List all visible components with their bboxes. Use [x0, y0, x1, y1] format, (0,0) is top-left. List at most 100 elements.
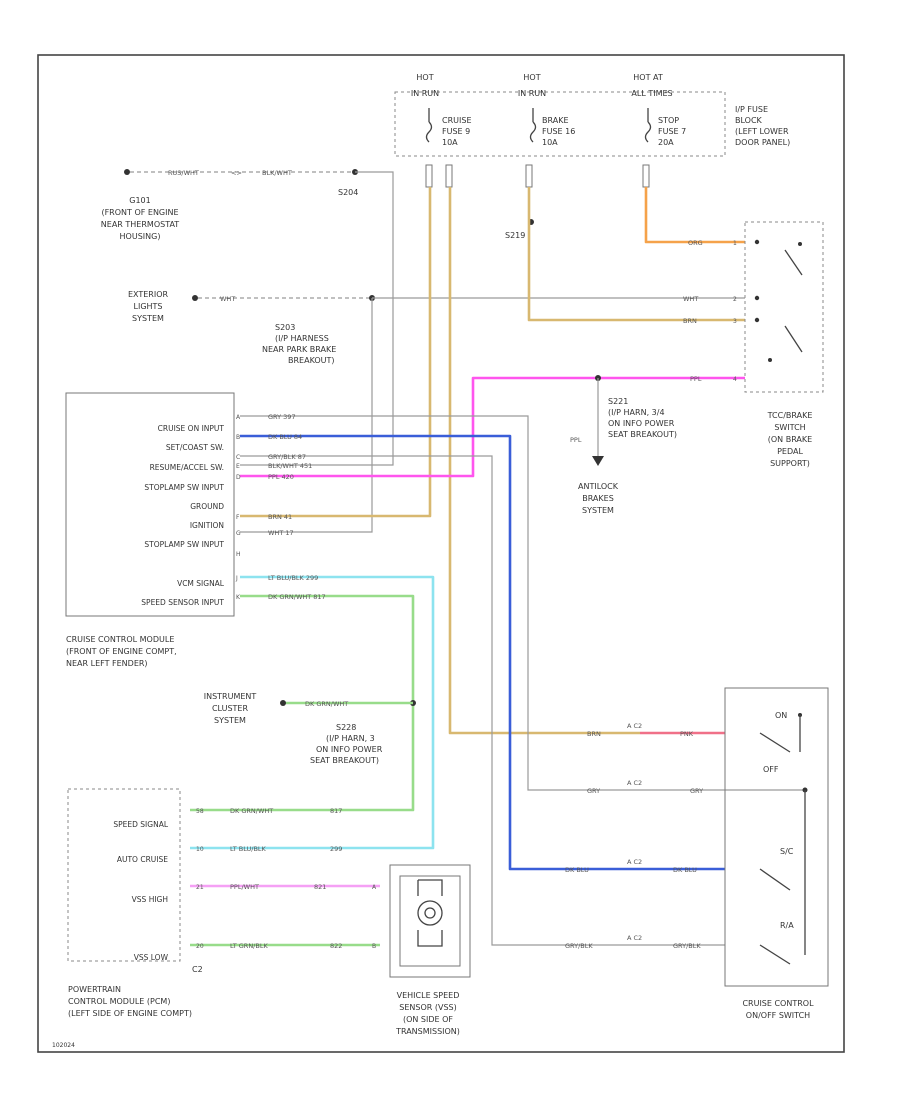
- s203-l4: BREAKOUT): [288, 356, 335, 365]
- ccm-pin-k: K: [236, 594, 241, 601]
- brake-sw-pin-2: 2: [733, 296, 737, 303]
- wire-lt-blu: [190, 575, 435, 850]
- g101-label-2: (FRONT OF ENGINE: [101, 208, 178, 217]
- ccm-wire-a: GRY 397: [268, 413, 296, 421]
- s228-l4: SEAT BREAKOUT): [310, 756, 379, 765]
- wire-brn-brake: [527, 187, 745, 322]
- sw-wire-4-conn: A C2: [627, 934, 642, 942]
- wire-gry-blk: [240, 455, 725, 946]
- s228-l3: ON INFO POWER: [316, 745, 383, 754]
- tcc-brake-switch: 1 2 3 4 TCC/BRAKE SWITCH (ON BRAKE PEDAL…: [733, 221, 824, 468]
- ext-lights-wire: WHT: [220, 295, 235, 303]
- instrument-cluster: INSTRUMENT CLUSTER SYSTEM DK GRN/WHT S22…: [204, 692, 383, 765]
- vss-sensor-icon: [417, 900, 443, 926]
- ccm-pin-g: G: [236, 530, 241, 537]
- pcm-pin-20: 20: [196, 943, 204, 950]
- ccm-pin-j-name: VCM SIGNAL: [177, 579, 225, 588]
- vss-label-2: SENSOR (VSS): [399, 1003, 456, 1012]
- pcm-pin-21: 21: [196, 884, 204, 891]
- g101-connector-icon: <>: [231, 169, 242, 177]
- ccm-pin-g-name: STOPLAMP SW INPUT: [144, 540, 224, 549]
- pcm-wire-10: LT BLU/BLK: [230, 845, 267, 853]
- switch-set-label: S/C: [780, 847, 794, 856]
- cruise-control-on-off-switch: ON OFF S/C R/A BRN A C2 PNK GRY A C2 GRY…: [565, 687, 829, 1020]
- wire-gry-cruise-on: [240, 415, 805, 791]
- wire-brn-ignition: [240, 187, 432, 518]
- brake-sw-l4: PEDAL: [777, 447, 803, 456]
- sw-wire-2-right: GRY: [690, 787, 703, 795]
- fuse-cruise-l2: FUSE 9: [442, 127, 470, 136]
- pcm-circuit-20: 822: [330, 942, 342, 950]
- ccm-pin-e: E: [236, 463, 240, 470]
- wire-blk-wht-ground: [240, 171, 394, 466]
- pcm-label-1: POWERTRAIN: [68, 985, 121, 994]
- hot-label-1a: HOT: [416, 73, 433, 82]
- pcm-wire-21: PPL/WHT: [230, 883, 259, 891]
- sw-wire-4-left: GRY/BLK: [565, 942, 593, 950]
- ccm-pin-h: H: [236, 551, 241, 558]
- sw-wire-3-conn: A C2: [627, 858, 642, 866]
- s221-l3: ON INFO POWER: [608, 419, 675, 428]
- ccm-label-2: (FRONT OF ENGINE COMPT,: [66, 647, 177, 656]
- wire-ppl-label: PPL: [690, 375, 702, 383]
- ccm-wire-f: BRN 41: [268, 513, 292, 521]
- pcm-connector: C2: [192, 965, 203, 974]
- footer-code: 102024: [52, 1042, 75, 1049]
- ccm-pin-b-name: SET/COAST SW.: [166, 443, 224, 452]
- ccm-pin-c-name: RESUME/ACCEL SW.: [150, 463, 224, 472]
- wire-brn-label: BRN: [683, 317, 697, 325]
- s203-l3: NEAR PARK BRAKE: [262, 345, 336, 354]
- wire-org: [644, 187, 745, 244]
- pcm-label-2: CONTROL MODULE (PCM): [68, 997, 170, 1006]
- brake-sw-pin-4: 4: [733, 376, 737, 383]
- vss-label-4: TRANSMISSION): [395, 1027, 460, 1036]
- hot-label-3a: HOT AT: [633, 73, 663, 82]
- g101-label-4: HOUSING): [120, 232, 161, 241]
- sw-wire-3-right: DK BLU: [673, 866, 697, 874]
- fuse-brake-l1: BRAKE: [542, 116, 569, 125]
- pcm-circuit-58: 817: [330, 807, 342, 815]
- hot-label-3b: ALL TIMES: [631, 89, 672, 98]
- abs-label-3: SYSTEM: [582, 506, 614, 515]
- fuse-brake-l2: FUSE 16: [542, 127, 575, 136]
- abs-wire-label: PPL: [570, 436, 582, 444]
- pcm-pin-58-name: SPEED SIGNAL: [113, 820, 168, 829]
- ccm-pin-e-name: GROUND: [190, 502, 224, 511]
- pcm-wire-58: DK GRN/WHT: [230, 807, 273, 815]
- s221-l2: (I/P HARN, 3/4: [608, 408, 665, 417]
- fuse-block: HOT IN RUN HOT IN RUN HOT AT ALL TIMES C…: [394, 73, 790, 188]
- cruise-switch-l2: ON/OFF SWITCH: [746, 1011, 810, 1020]
- diagram-frame: [37, 54, 845, 1053]
- ground-g101: RUS/WHT <> BLK/WHT S204 G101 (FRONT OF E…: [101, 169, 358, 241]
- exterior-lights-system: EXTERIOR LIGHTS SYSTEM WHT S203 (I/P HAR…: [128, 290, 375, 365]
- ccm-pin-j: J: [235, 575, 238, 582]
- brake-sw-l1: TCC/BRAKE: [767, 411, 813, 420]
- splice-s204: S204: [338, 188, 358, 197]
- vss-pin-a: A: [372, 884, 377, 891]
- fuse-block-label-1: I/P FUSE: [735, 105, 768, 114]
- cluster-wire: DK GRN/WHT: [305, 700, 348, 708]
- switch-res-label: R/A: [780, 921, 794, 930]
- cluster-l2: CLUSTER: [212, 704, 249, 713]
- s228-l2: (I/P HARN, 3: [326, 734, 375, 743]
- sw-wire-2-left: GRY: [587, 787, 600, 795]
- ccm-pin-f-name: IGNITION: [190, 521, 224, 530]
- cruise-switch-l1: CRUISE CONTROL: [742, 999, 814, 1008]
- ccm-wire-b: DK BLU 84: [268, 433, 302, 441]
- switch-off-label: OFF: [763, 765, 779, 774]
- ccm-wire-d: PPL 420: [268, 473, 294, 481]
- ccm-wire-g: WHT 17: [268, 529, 294, 537]
- ccm-pin-a-name: CRUISE ON INPUT: [158, 424, 225, 433]
- pcm-pin-10: 10: [196, 846, 204, 853]
- pcm-pin-10-name: AUTO CRUISE: [117, 855, 168, 864]
- ccm-wire-c: GRY/BLK 87: [268, 453, 306, 461]
- ccm-pin-k-name: SPEED SENSOR INPUT: [141, 598, 224, 607]
- sw-wire-1-left: BRN: [587, 730, 601, 738]
- wire-wht-label: WHT: [683, 295, 698, 303]
- s221-l4: SEAT BREAKOUT): [608, 430, 677, 439]
- ccm-label-3: NEAR LEFT FENDER): [66, 659, 148, 668]
- sw-wire-1-right: PNK: [680, 730, 694, 738]
- vss-pin-b: B: [372, 943, 376, 950]
- fuse-cruise-l3: 10A: [442, 138, 458, 147]
